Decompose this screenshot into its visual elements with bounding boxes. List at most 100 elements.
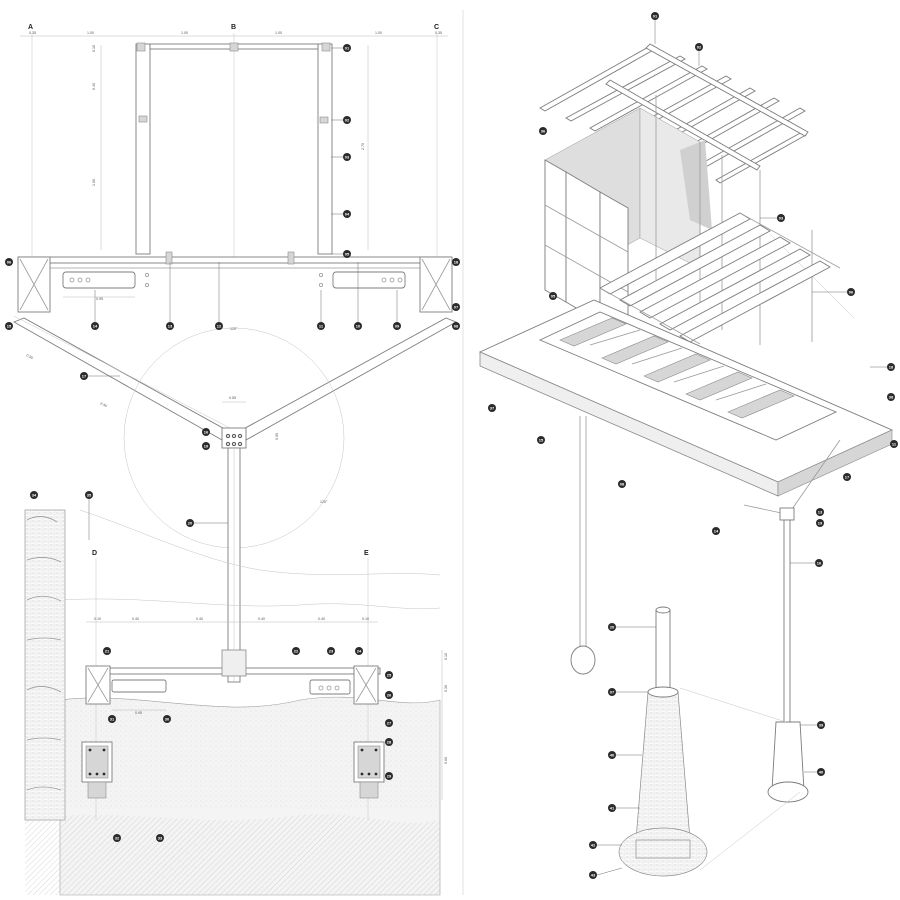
wall-window-mark-right bbox=[319, 116, 329, 124]
bolt bbox=[389, 277, 395, 283]
bolt bbox=[381, 277, 387, 283]
tag-number: 11 bbox=[319, 324, 324, 329]
joist bbox=[639, 236, 791, 319]
axo-strut bbox=[743, 504, 787, 515]
tag-section-26: 26 bbox=[385, 691, 393, 699]
axo-footing-right bbox=[767, 781, 809, 803]
node-bolt bbox=[225, 433, 231, 439]
wall-window-mark-left bbox=[138, 115, 148, 123]
roof-beam-lower bbox=[605, 79, 761, 171]
tag-number: 29 bbox=[387, 774, 392, 779]
grid-axis-a: A bbox=[28, 24, 33, 31]
edge-beam-left-x2 bbox=[19, 258, 49, 311]
bolt-plate-left bbox=[62, 271, 136, 289]
tag-number: 14 bbox=[714, 529, 719, 534]
tag-section-29: 29 bbox=[385, 772, 393, 780]
corner-post-tl bbox=[136, 42, 146, 52]
section-beam-right-x2 bbox=[355, 667, 377, 703]
section-dim-0: 0.10 bbox=[94, 617, 101, 621]
axo-strut bbox=[789, 439, 841, 513]
section-dim-1: 0.40 bbox=[132, 617, 139, 621]
grid-axis-b: B bbox=[231, 24, 236, 31]
tag-section-33: 33 bbox=[156, 834, 164, 842]
tag-section-35: 35 bbox=[85, 491, 93, 499]
cabin-wall-right bbox=[317, 43, 333, 255]
footing-left-core bbox=[85, 745, 109, 779]
section-dim-5: 0.10 bbox=[362, 617, 369, 621]
angle-bottom: 120° bbox=[320, 500, 328, 504]
deck-board-dark bbox=[559, 317, 627, 347]
tag-number: 35 bbox=[87, 493, 92, 498]
brace bbox=[589, 329, 641, 346]
tag-axo-03: 03 bbox=[777, 214, 785, 222]
tag-axo-11: 11 bbox=[890, 440, 898, 448]
detail-column bbox=[655, 609, 671, 691]
tag-axo-19: 19 bbox=[816, 519, 824, 527]
tag-number: 23 bbox=[329, 649, 334, 654]
tag-number: 05 bbox=[345, 252, 350, 257]
tag-axo-43: 43 bbox=[589, 871, 597, 879]
tag-number: 15 bbox=[7, 324, 12, 329]
tag-axo-36: 36 bbox=[539, 127, 547, 135]
terrain-contour-2 bbox=[59, 598, 441, 610]
rebar bbox=[360, 772, 364, 776]
plan-label-value: 0.95 bbox=[96, 297, 103, 301]
tag-section-32: 32 bbox=[113, 834, 121, 842]
tag-section-27: 27 bbox=[385, 719, 393, 727]
tag-axo-14: 14 bbox=[712, 527, 720, 535]
tag-number: 33 bbox=[158, 836, 163, 841]
tag-number: 07 bbox=[610, 690, 615, 695]
tag-plan-14: 14 bbox=[91, 322, 99, 330]
wall-light-patch bbox=[680, 140, 712, 230]
purlin bbox=[589, 65, 708, 132]
bolt bbox=[77, 277, 83, 283]
plan-vdim-1: 0.40 bbox=[92, 83, 96, 90]
tag-axo-08: 08 bbox=[618, 480, 626, 488]
tag-number: 09 bbox=[395, 324, 400, 329]
bedrock-layer bbox=[25, 814, 440, 895]
rebar bbox=[367, 772, 371, 776]
bolt-plate-right bbox=[332, 271, 406, 289]
plan-dim-5: 1.00 bbox=[375, 31, 382, 35]
deck-board-dark bbox=[727, 389, 795, 419]
tag-section-31: 31 bbox=[108, 715, 116, 723]
plan-dim-1: 1.00 bbox=[87, 31, 94, 35]
tag-number: 40 bbox=[610, 753, 615, 758]
bolt bbox=[144, 272, 149, 277]
detail-pier-top bbox=[647, 686, 679, 698]
cabin-wall-left bbox=[135, 43, 151, 255]
tag-axo-15: 15 bbox=[537, 436, 545, 444]
tag-section-22: 22 bbox=[292, 647, 300, 655]
deck-board-dark bbox=[643, 353, 711, 383]
tag-number: 13 bbox=[168, 324, 173, 329]
strut-right bbox=[237, 317, 458, 441]
wall-rail bbox=[544, 204, 629, 253]
rebar bbox=[102, 748, 106, 752]
node-bolt bbox=[237, 433, 243, 439]
tag-number: 03 bbox=[779, 216, 784, 221]
purlin bbox=[715, 131, 807, 184]
tag-section-28: 28 bbox=[385, 738, 393, 746]
tag-axo-18: 18 bbox=[887, 363, 895, 371]
tag-plan-06: 06 bbox=[5, 258, 13, 266]
tag-axo-39: 39 bbox=[817, 721, 825, 729]
tag-number: 10 bbox=[356, 324, 361, 329]
wall-panel bbox=[565, 171, 601, 323]
section-vdim-2: 0.60 bbox=[444, 757, 448, 764]
tag-number: 30 bbox=[165, 717, 170, 722]
tag-number: 43 bbox=[591, 873, 596, 878]
section-view: 0.10 0.40 0.40 0.40 0.40 0.10 0.95 0.10 … bbox=[24, 509, 448, 896]
tag-number: 05 bbox=[551, 294, 556, 299]
tag-number: 17 bbox=[845, 475, 850, 480]
grid-axis-c: C bbox=[434, 24, 439, 31]
wall-panel bbox=[544, 159, 567, 303]
detail-pier bbox=[635, 691, 691, 841]
tag-number: 41 bbox=[610, 806, 615, 811]
rebar bbox=[374, 748, 378, 752]
grid-axis-d: D bbox=[92, 550, 97, 557]
tag-number: 36 bbox=[541, 129, 546, 134]
axo-node bbox=[779, 507, 795, 521]
rebar bbox=[360, 748, 364, 752]
tag-number: 06 bbox=[849, 290, 854, 295]
node-dim-0: 0.30 bbox=[26, 353, 34, 360]
